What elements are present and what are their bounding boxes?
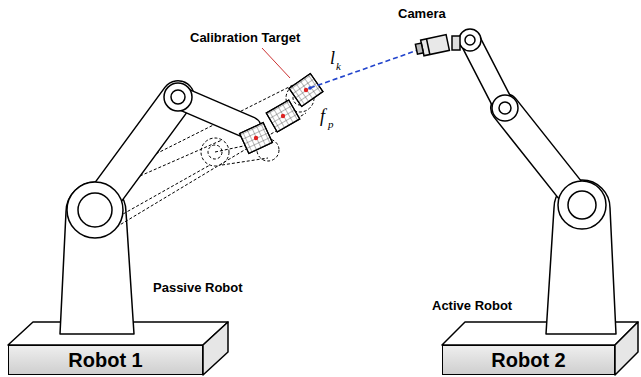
symbol-subscript: k (336, 60, 341, 72)
symbol-subscript: p (328, 118, 334, 130)
target-label: Calibration Target (190, 30, 300, 45)
robot-role-label: Passive Robot (153, 280, 243, 295)
robot-name: Robot 2 (491, 349, 565, 372)
camera-label: Camera (398, 6, 446, 21)
frame-symbol: f (320, 106, 325, 127)
line-symbol: l (330, 48, 335, 69)
robot-name: Robot 1 (68, 349, 142, 372)
robot-role-label: Active Robot (432, 298, 512, 313)
robot-base-plate: Robot 2 (442, 345, 615, 375)
robot-base-plate: Robot 1 (8, 345, 203, 375)
